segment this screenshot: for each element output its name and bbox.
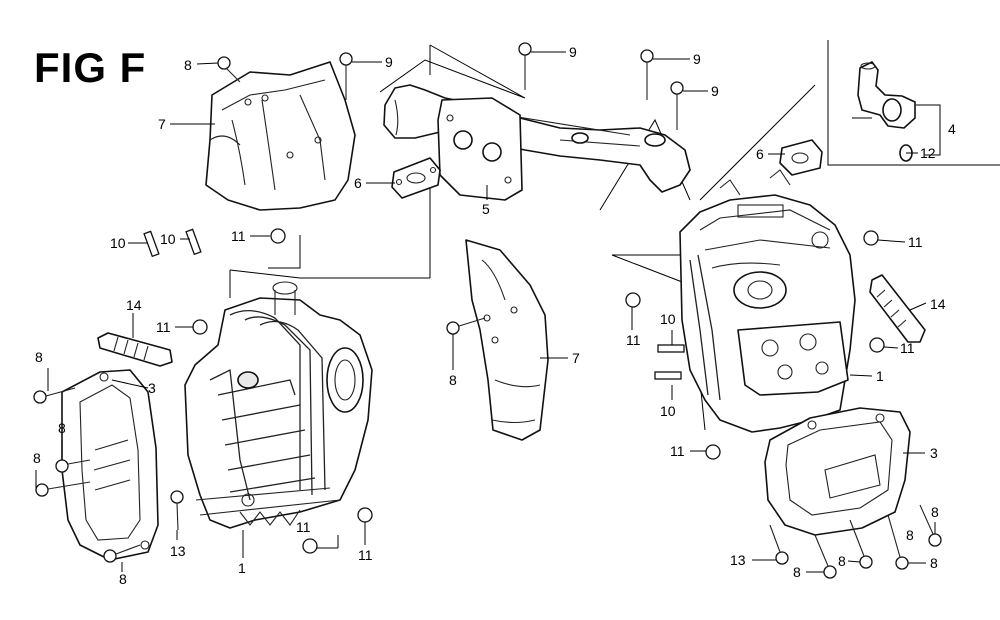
callout-3-left: 3 [148, 380, 156, 396]
bolt-8-top [217, 56, 241, 83]
callout-13-right: 13 [730, 552, 746, 568]
callout-8-right-3: 8 [930, 555, 938, 571]
callout-9-d: 9 [711, 83, 719, 99]
callout-13-left: 13 [170, 543, 186, 559]
cylinder-head-left [184, 281, 373, 529]
callout-14-right: 14 [930, 296, 946, 312]
bolt-13-right [769, 524, 789, 565]
leader-lines [35, 51, 941, 573]
callout-8-top: 8 [184, 57, 192, 73]
heat-shield-left [205, 61, 356, 211]
callout-8-right-2: 8 [838, 553, 846, 569]
callout-9-a: 9 [385, 54, 393, 70]
exhaust-gasket-left [391, 157, 441, 199]
bolt-8-left-1 [33, 387, 76, 404]
bolt-9-b [518, 42, 532, 90]
bolt-9-d [670, 81, 684, 130]
callout-1-left: 1 [238, 560, 246, 576]
callout-6-right: 6 [756, 146, 764, 162]
bolt-8-right-3 [887, 514, 909, 570]
callout-9-c: 9 [693, 51, 701, 67]
bolts [33, 42, 942, 579]
nut-11-f [863, 230, 879, 246]
callout-11-e: 11 [626, 332, 641, 348]
nut-11-h [705, 444, 721, 460]
callout-14-left: 14 [126, 297, 142, 313]
manifold-flange [437, 97, 523, 201]
callout-10-c: 10 [660, 311, 676, 327]
callout-6-left: 6 [354, 175, 362, 191]
valve-cover-left [61, 369, 159, 561]
bolt-9-a [339, 52, 353, 100]
callout-10-b: 10 [160, 231, 176, 247]
bolt-9-c [640, 49, 654, 100]
callout-11-b: 11 [156, 319, 171, 335]
nut-11-b [192, 319, 208, 335]
cylinder-head-right [679, 169, 856, 433]
spark-plug-right [869, 274, 926, 343]
callout-8-right-5: 8 [906, 527, 914, 543]
callout-9-b: 9 [569, 44, 577, 60]
callout-8-right-1: 8 [793, 564, 801, 580]
bolt-13-left [170, 490, 184, 531]
callout-8-left-1: 8 [35, 349, 43, 365]
nut-11-c [302, 538, 318, 554]
nuts [192, 228, 885, 554]
callout-4: 4 [948, 121, 956, 137]
callout-11-g: 11 [900, 340, 915, 356]
callout-10-a: 10 [110, 235, 126, 251]
callout-11-f: 11 [908, 234, 923, 250]
outlet-assembly [852, 61, 916, 162]
callout-10-d: 10 [660, 403, 676, 419]
spark-plug-left [97, 332, 173, 367]
callout-8-center: 8 [449, 372, 457, 388]
nut-11-a [270, 228, 286, 244]
callout-11-c: 11 [296, 519, 311, 535]
callout-11-d: 11 [358, 547, 373, 563]
bolt-8-left-3 [35, 481, 91, 497]
callout-7-left: 7 [158, 116, 166, 132]
bolt-8-center [446, 317, 486, 335]
studs [143, 228, 685, 380]
callout-labels: 8 9 9 9 9 7 6 6 5 4 12 11 11 11 11 11 11… [33, 44, 956, 587]
callout-8-left-4: 8 [119, 571, 127, 587]
valve-cover-right [764, 407, 911, 536]
exhaust-gasket-right [779, 139, 823, 176]
callout-3-right: 3 [930, 445, 938, 461]
nut-11-d [357, 507, 373, 523]
callout-8-left-2: 8 [58, 420, 66, 436]
callout-12: 12 [920, 145, 936, 161]
nut-11-e [625, 292, 641, 308]
bolt-8-right-1 [814, 534, 837, 579]
callout-8-right-4: 8 [931, 504, 939, 520]
callout-11-h: 11 [670, 443, 685, 459]
bolt-8-left-4 [103, 544, 141, 563]
callout-11-a: 11 [231, 228, 246, 244]
figure-title: FIG F [34, 44, 147, 91]
nut-11-g [869, 337, 885, 353]
callout-7-center: 7 [572, 350, 580, 366]
callout-8-left-3: 8 [33, 450, 41, 466]
heat-shield-center [465, 239, 549, 441]
callout-1-right: 1 [876, 368, 884, 384]
callout-5: 5 [482, 201, 490, 217]
